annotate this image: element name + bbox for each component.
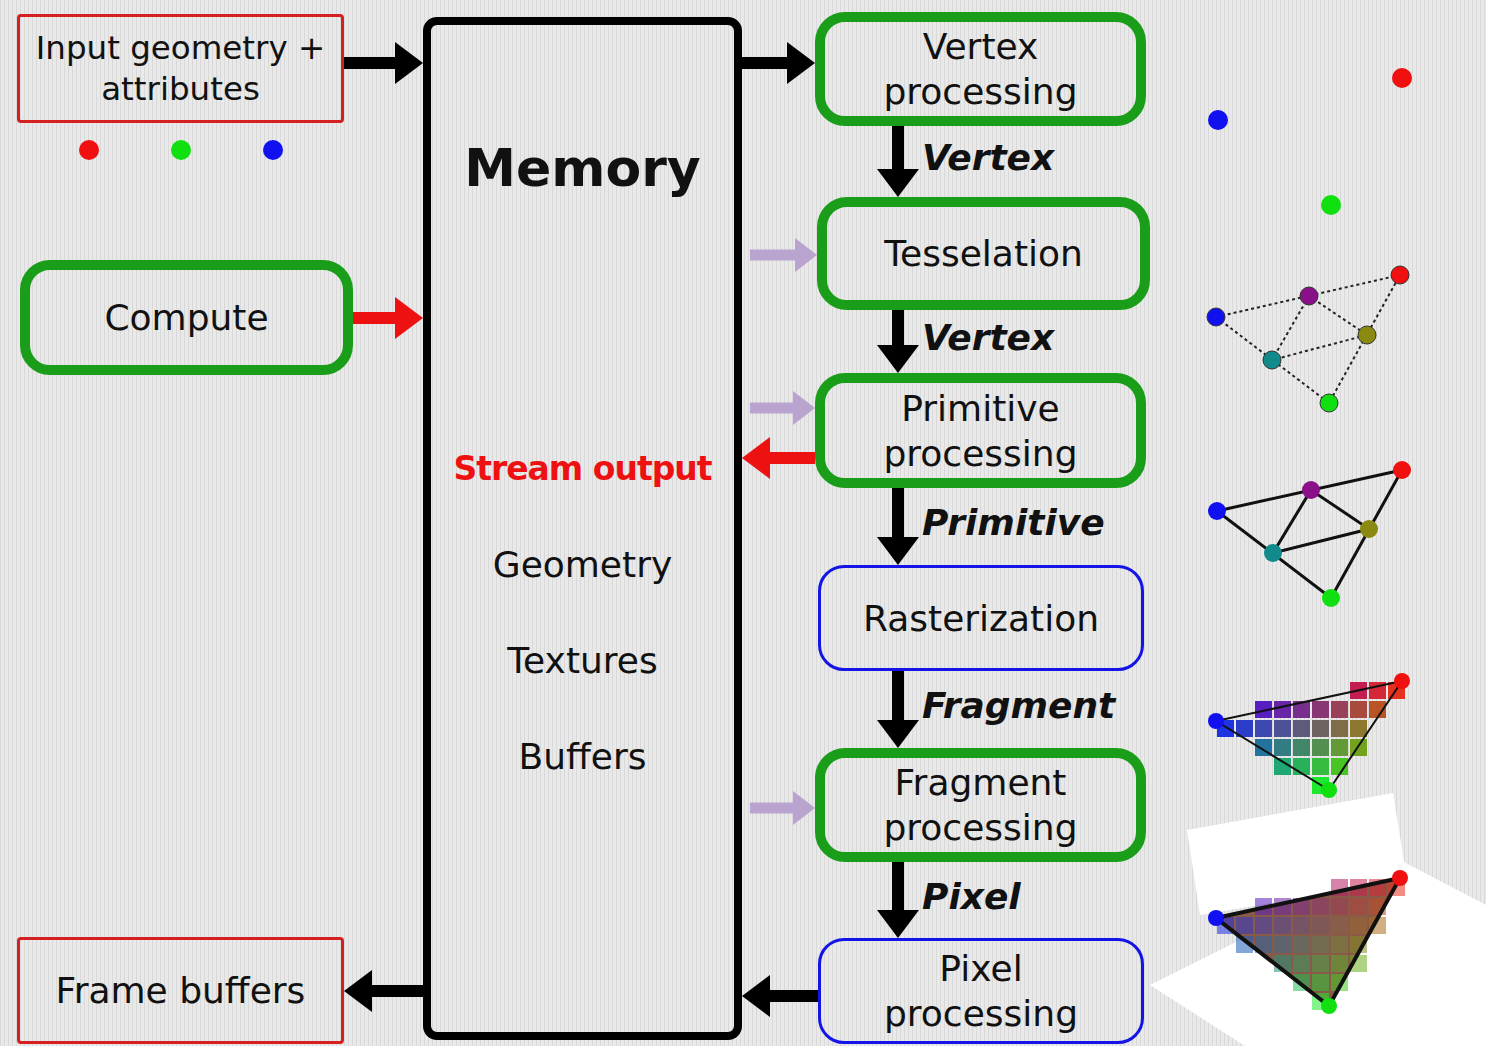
fragment-cell [1331, 955, 1348, 972]
output-box: Frame buffers [17, 937, 344, 1044]
stage-label: Pixel processing [851, 946, 1111, 1036]
pipeline-arrow [877, 862, 919, 938]
pipeline-arrow [877, 310, 919, 373]
textured-triangle [1208, 870, 1408, 1014]
fragment-cell [1312, 898, 1329, 915]
tessellated-dots [1207, 266, 1409, 412]
programmable-stage: Tesselation [817, 197, 1150, 310]
pipeline-arrow [742, 975, 818, 1017]
data-type-label: Pixel [922, 876, 1021, 917]
vertex-dots [1208, 68, 1412, 215]
fragment-cell [1331, 898, 1348, 915]
stage-label: Rasterization [863, 596, 1099, 641]
fragment-cell [1312, 917, 1329, 934]
fragment-cell [1350, 898, 1367, 915]
fragment-cell [1274, 720, 1291, 737]
stage-label: Compute [104, 295, 268, 340]
stage-label: Frame buffers [56, 968, 306, 1013]
fragment-cell [1274, 917, 1291, 934]
pipeline-arrow [750, 391, 815, 425]
memory-item: Buffers [431, 736, 734, 777]
fragment-cell [1331, 936, 1348, 953]
fragment-cell [1331, 917, 1348, 934]
pipeline-arrow [353, 297, 423, 339]
fragment-cell [1255, 720, 1272, 737]
fragment-cell [1331, 701, 1348, 718]
fragment-cell [1312, 936, 1329, 953]
programmable-stage: Vertex processing [815, 12, 1146, 126]
pipeline-arrow [750, 238, 817, 272]
primitive-dots [1208, 461, 1411, 607]
data-type-label: Vertex [922, 317, 1054, 358]
fragment-cell [1312, 955, 1329, 972]
raster-outline [1208, 673, 1410, 798]
pipeline-arrow [750, 791, 815, 825]
fragment-cell [1331, 739, 1348, 756]
fragment-cell [1312, 739, 1329, 756]
memory-item: Stream output [431, 449, 734, 488]
pipeline-arrow [344, 42, 423, 84]
pipeline-arrow [877, 488, 919, 565]
memory-item: Geometry [431, 544, 734, 585]
fragment-cell [1350, 701, 1367, 718]
fragment-cell [1312, 701, 1329, 718]
fragment-cell [1293, 720, 1310, 737]
fragment-cell [1350, 720, 1367, 737]
stage-label: Vertex processing [851, 24, 1111, 114]
fragment-cell [1331, 720, 1348, 737]
fragment-cell [1236, 917, 1253, 934]
fragment-cell [1274, 701, 1291, 718]
fragment-cell [1293, 936, 1310, 953]
fragment-cell [1293, 917, 1310, 934]
programmable-stage: Fragment processing [815, 748, 1146, 862]
stage-label: Fragment processing [851, 760, 1111, 850]
fragment-cell [1312, 974, 1329, 991]
input-box: Input geometry + attributes [17, 14, 344, 123]
programmable-stage: Primitive processing [815, 373, 1146, 488]
pipeline-arrow [877, 126, 919, 197]
fragment-cell [1293, 739, 1310, 756]
data-type-label: Fragment [922, 685, 1115, 726]
stage-label: Tesselation [884, 231, 1083, 276]
fragment-cell [1293, 955, 1310, 972]
paper-sheets [1150, 793, 1486, 1046]
memory-box: MemoryStream outputGeometryTexturesBuffe… [423, 17, 742, 1040]
fixed-stage: Rasterization [818, 565, 1144, 671]
raster-fragments [1217, 682, 1405, 794]
pipeline-arrow [742, 42, 815, 84]
programmable-stage: Compute [20, 260, 353, 375]
fragment-cell [1312, 758, 1329, 775]
fragment-cell [1274, 739, 1291, 756]
primitive-triangle [1217, 470, 1402, 598]
tessellated-triangle [1216, 275, 1400, 403]
pipeline-arrow [742, 437, 815, 479]
fragment-cell [1350, 917, 1367, 934]
input-dots [79, 140, 283, 160]
fragment-cell [1255, 917, 1272, 934]
fixed-stage: Pixel processing [818, 938, 1144, 1044]
pipeline-arrow [877, 671, 919, 748]
data-type-label: Primitive [922, 502, 1105, 543]
data-type-label: Vertex [922, 137, 1054, 178]
memory-item: Textures [431, 640, 734, 681]
stage-label: Primitive processing [851, 386, 1111, 476]
fragment-cell [1312, 720, 1329, 737]
fragment-cell [1274, 936, 1291, 953]
memory-title: Memory [431, 138, 734, 198]
stage-label: Input geometry + attributes [26, 28, 336, 109]
pipeline-arrow [344, 970, 423, 1012]
